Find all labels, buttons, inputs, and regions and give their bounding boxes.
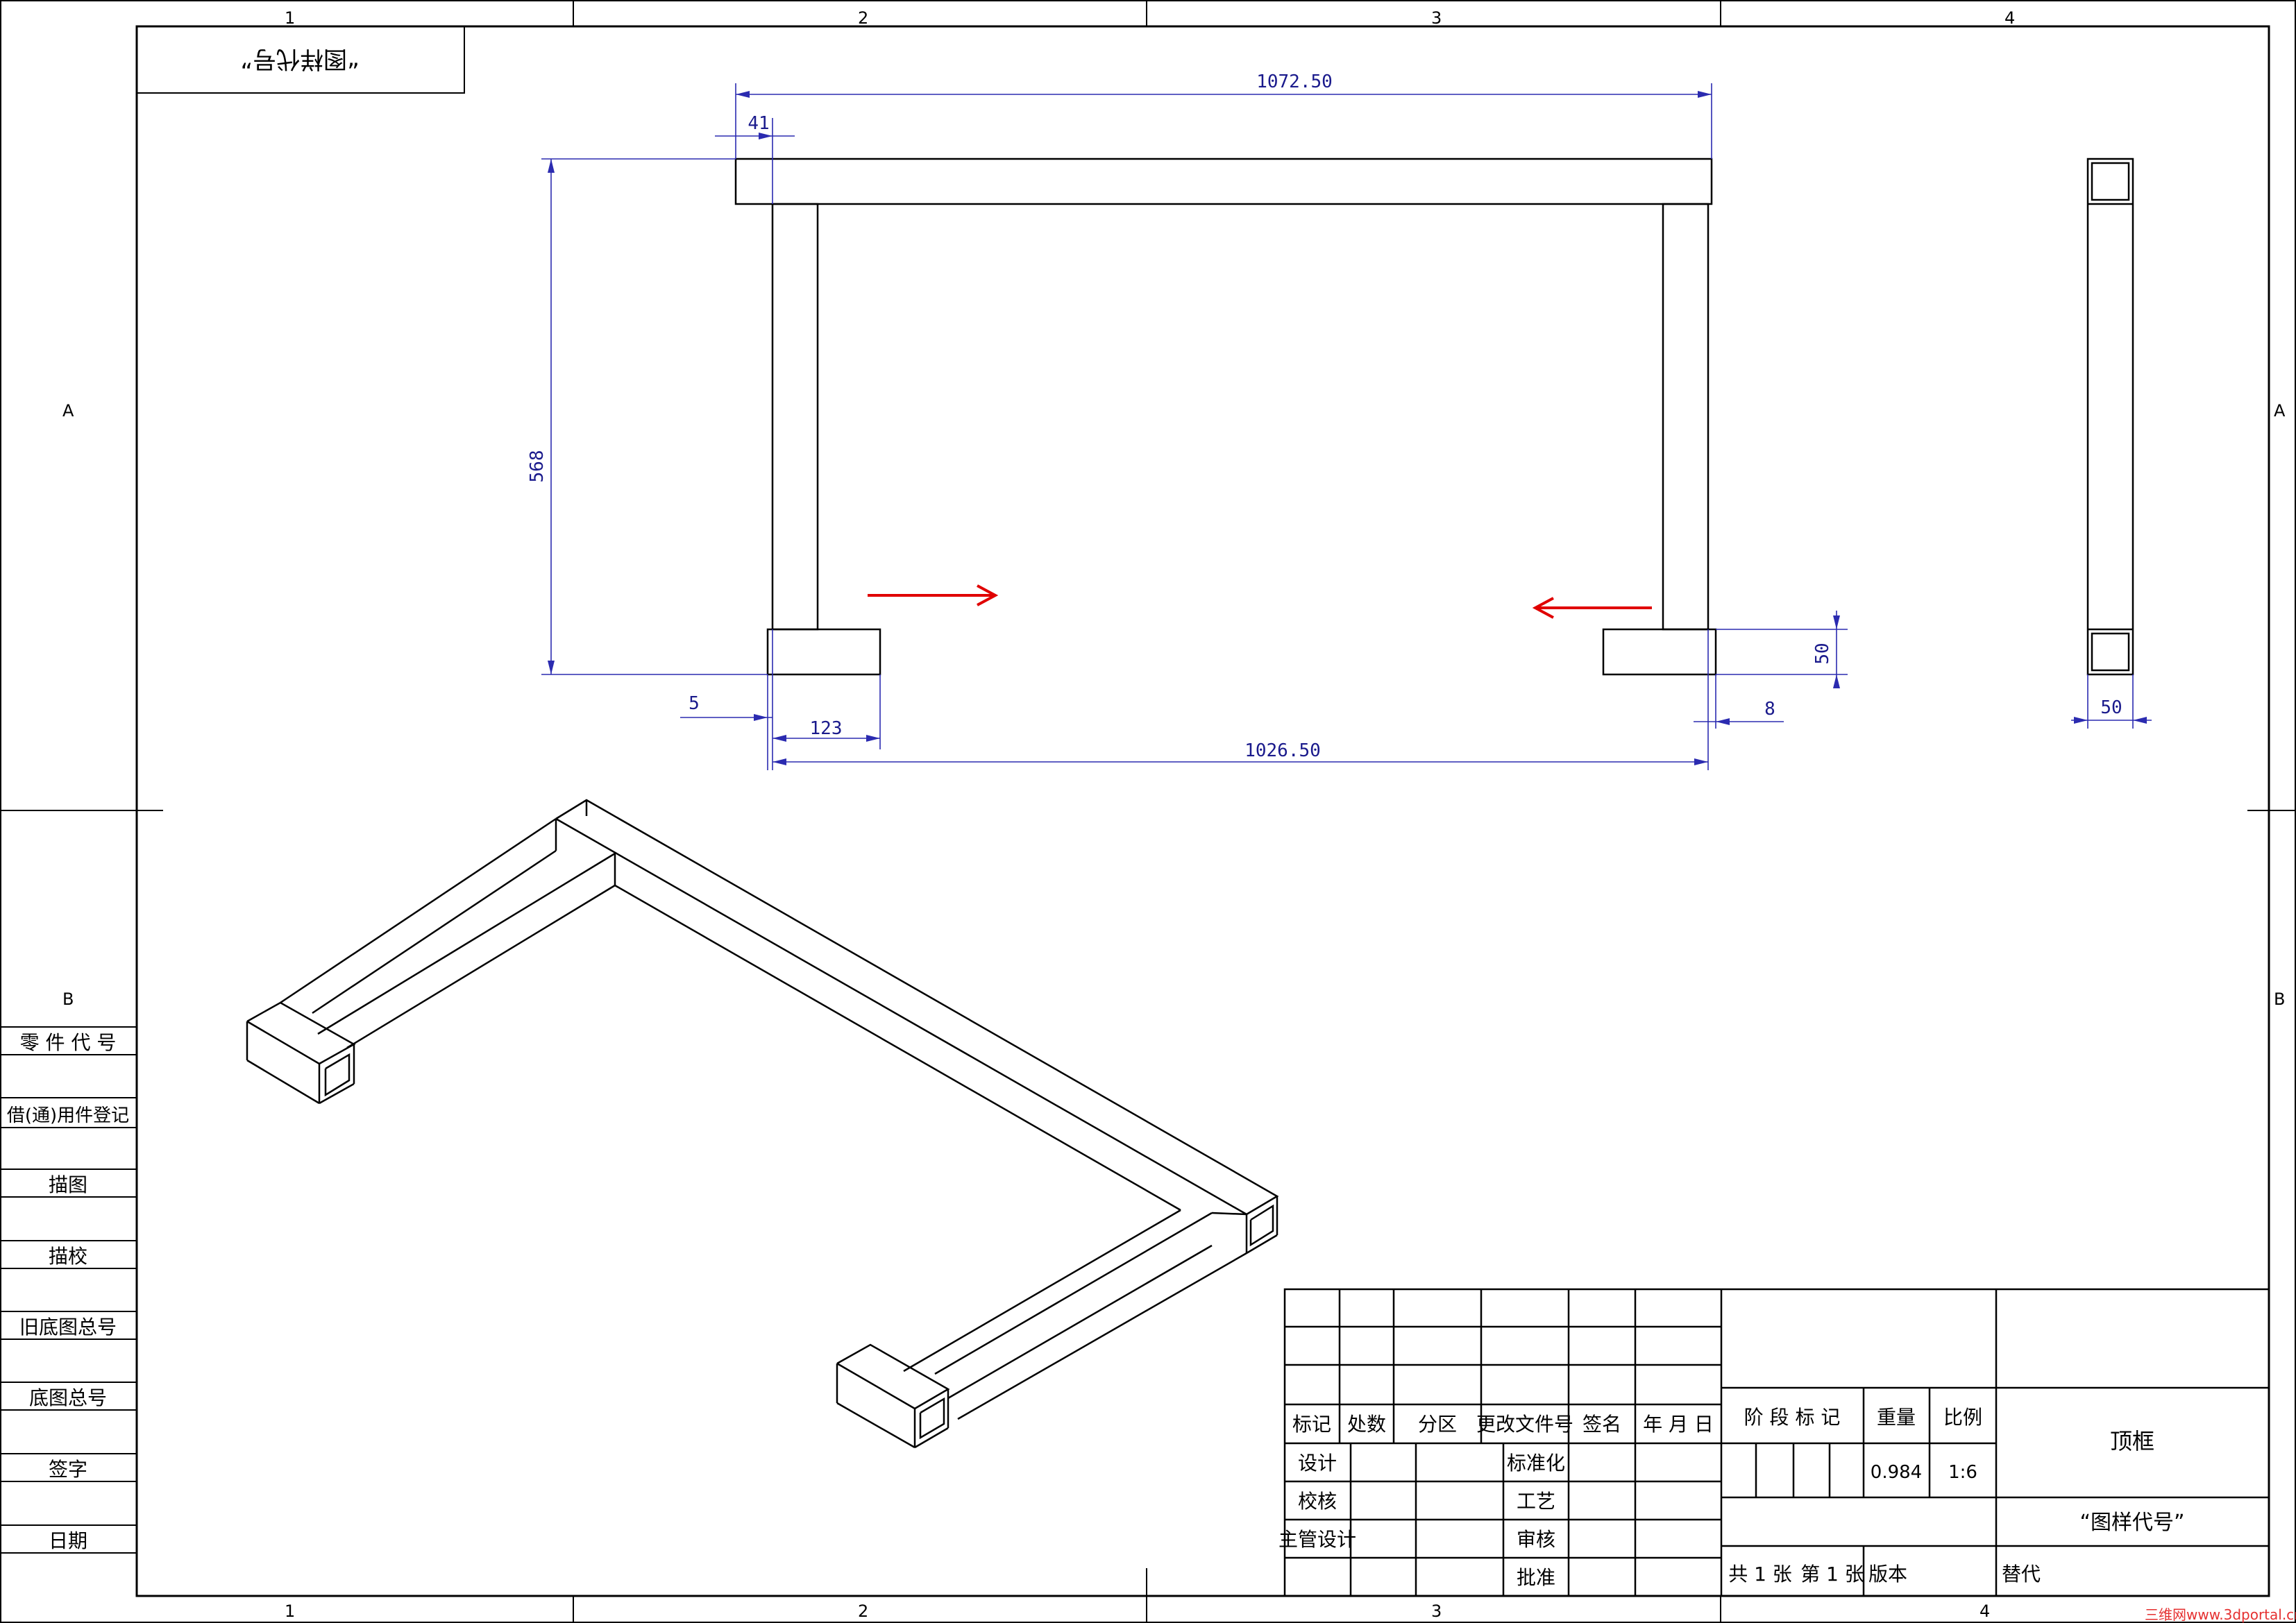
mirrored-code-box [136, 26, 465, 94]
rev-header-date: 年 月 日 [1643, 1413, 1714, 1436]
dim-inner-width: 1026.50 [1244, 740, 1321, 761]
weight-value: 0.984 [1871, 1462, 1922, 1483]
zone-top-2: 2 [858, 8, 868, 28]
sign-chief: 主管设计 [1278, 1528, 1356, 1551]
part-name: 顶框 [2110, 1428, 2154, 1454]
left-item-date: 日期 [49, 1529, 87, 1552]
rev-header-sign: 签名 [1582, 1413, 1621, 1436]
zone-top-3: 3 [1431, 8, 1442, 28]
zone-bottom-4: 4 [1980, 1601, 1990, 1621]
sheet-number: 第 1 张 [1800, 1563, 1864, 1586]
sign-review: 审核 [1517, 1528, 1555, 1551]
sign-standard: 标准化 [1507, 1452, 1565, 1475]
rev-header-mark: 标记 [1292, 1413, 1331, 1436]
zone-left-b: B [62, 989, 74, 1009]
red-arrows [868, 584, 1652, 619]
dim-foot-length: 123 [810, 718, 843, 739]
sign-approve: 批准 [1517, 1566, 1555, 1589]
zone-bottom-2: 2 [858, 1601, 868, 1621]
drawing-code: “图样代号” [2079, 1511, 2184, 1535]
sheet-total: 共 1 张 [1728, 1563, 1792, 1586]
left-item-tracing: 描图 [49, 1173, 87, 1196]
left-item-part-code: 零 件 代 号 [20, 1031, 117, 1054]
zone-bottom-3: 3 [1431, 1601, 1442, 1621]
left-item-borrowed: 借(通)用件登记 [7, 1105, 129, 1126]
stage-label: 阶 段 标 记 [1744, 1406, 1841, 1429]
mirrored-code-text: “图样代号” [240, 45, 359, 73]
rev-header-zone: 分区 [1418, 1413, 1457, 1436]
title-block-grid [1283, 1288, 2270, 1597]
left-leg [771, 203, 819, 631]
zone-bottom-1: 1 [285, 1601, 295, 1621]
left-column [1, 1026, 137, 1554]
dimension-arrows [548, 91, 1840, 765]
right-foot [1602, 628, 1717, 676]
sign-check: 校核 [1298, 1490, 1337, 1513]
zone-right-b: B [2274, 989, 2285, 1009]
left-item-signature: 签字 [49, 1458, 87, 1481]
rev-header-count: 处数 [1347, 1413, 1386, 1436]
dim-height: 568 [527, 450, 548, 483]
zone-left-a: A [62, 401, 74, 420]
dim-offset-left: 5 [689, 693, 700, 714]
dimension-lines [541, 83, 1848, 770]
zone-top-4: 4 [2004, 8, 2015, 28]
weight-label: 重量 [1877, 1406, 1916, 1429]
scale-value: 1:6 [1948, 1462, 1977, 1483]
dim-side-width: 50 [2100, 697, 2122, 718]
dim-foot-height: 50 [1812, 643, 1833, 664]
zone-right-a: A [2274, 401, 2286, 420]
dim-left-offset: 41 [748, 113, 769, 134]
sign-process: 工艺 [1517, 1490, 1555, 1513]
top-bar [734, 158, 1713, 205]
right-leg [1662, 203, 1710, 631]
left-item-trace-check: 描校 [49, 1245, 87, 1268]
left-item-old-base: 旧底图总号 [19, 1316, 117, 1339]
dim-offset-right: 8 [1764, 699, 1775, 720]
dim-overall-width: 1072.50 [1256, 71, 1333, 92]
rev-header-doc: 更改文件号 [1476, 1413, 1573, 1436]
left-item-base-total: 底图总号 [29, 1386, 107, 1409]
side-view [2086, 158, 2134, 676]
sign-design: 设计 [1298, 1452, 1337, 1475]
watermark: 三维网www.3dportal.cn [2145, 1606, 2296, 1623]
zone-top-1: 1 [285, 8, 295, 28]
version-label: 版本 [1868, 1563, 1907, 1586]
side-dimension-arrows [2074, 717, 2147, 724]
front-view [734, 158, 1717, 676]
isometric-view [246, 799, 1279, 1449]
inner-frame [135, 25, 2270, 1597]
replace-label: 替代 [2002, 1563, 2041, 1586]
left-foot [766, 628, 881, 676]
scale-label: 比例 [1943, 1406, 1982, 1429]
